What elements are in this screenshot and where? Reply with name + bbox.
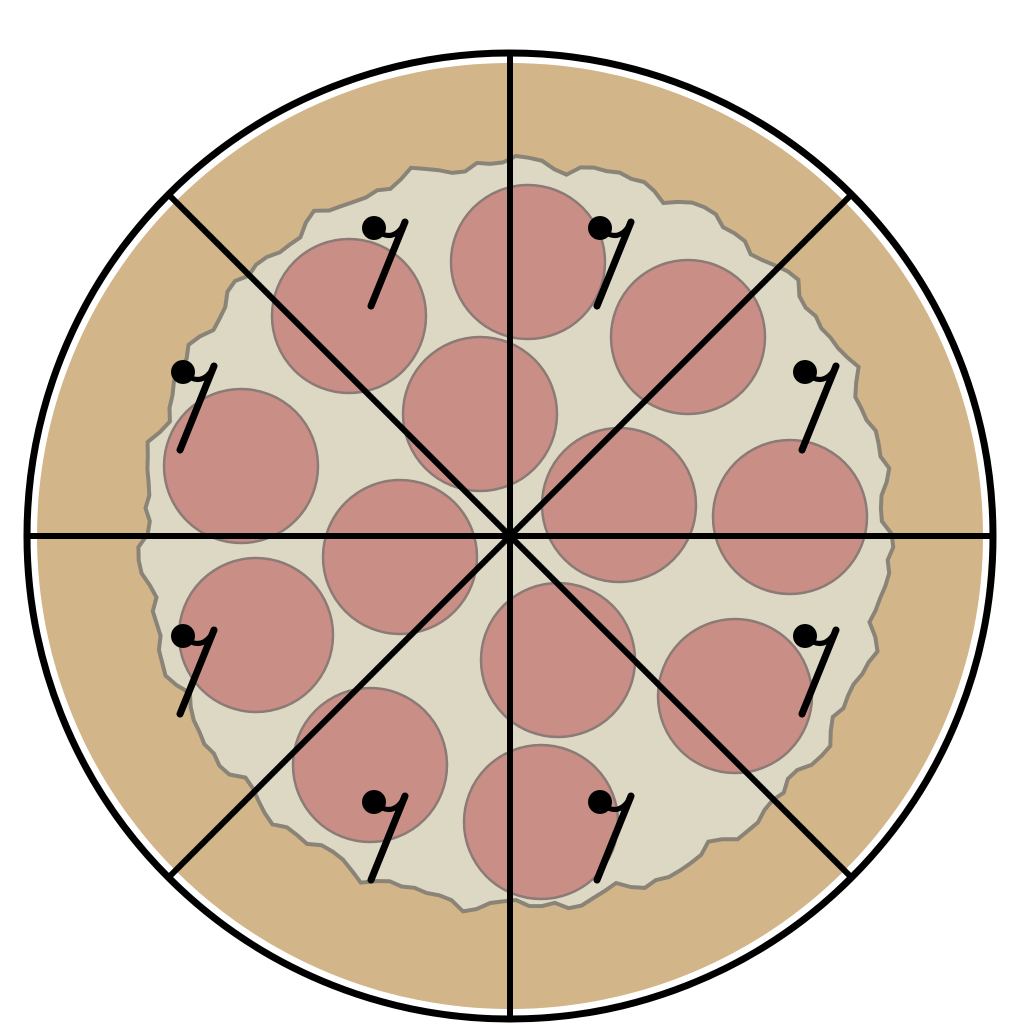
- pepperoni: [401, 335, 559, 493]
- eighth-rest-icon: [362, 790, 405, 880]
- pepperoni: [177, 556, 335, 714]
- pepperoni: [321, 478, 479, 636]
- pepperoni: [449, 183, 607, 341]
- slice-cut-lines: [27, 53, 993, 1019]
- pepperoni: [270, 237, 428, 395]
- pizza-outline: [23, 49, 997, 1023]
- pepperoni: [656, 617, 814, 775]
- eighth-rest-icon: [588, 790, 631, 880]
- eighth-rest-icon: [793, 624, 836, 714]
- pepperoni: [291, 686, 449, 844]
- eighth-rest-group: [171, 216, 836, 880]
- pepperoni-group: [162, 183, 869, 901]
- eighth-rest-icon: [171, 624, 214, 714]
- slice-cut-line: [166, 192, 854, 880]
- pepperoni: [540, 426, 698, 584]
- pepperoni: [162, 387, 320, 545]
- eighth-rest-icon: [362, 216, 405, 306]
- pepperoni: [609, 258, 767, 416]
- pepperoni: [479, 581, 637, 739]
- eighth-rest-icon: [793, 360, 836, 450]
- pepperoni: [711, 438, 869, 596]
- eighth-rest-icon: [588, 216, 631, 306]
- eighth-rest-icon: [171, 360, 214, 450]
